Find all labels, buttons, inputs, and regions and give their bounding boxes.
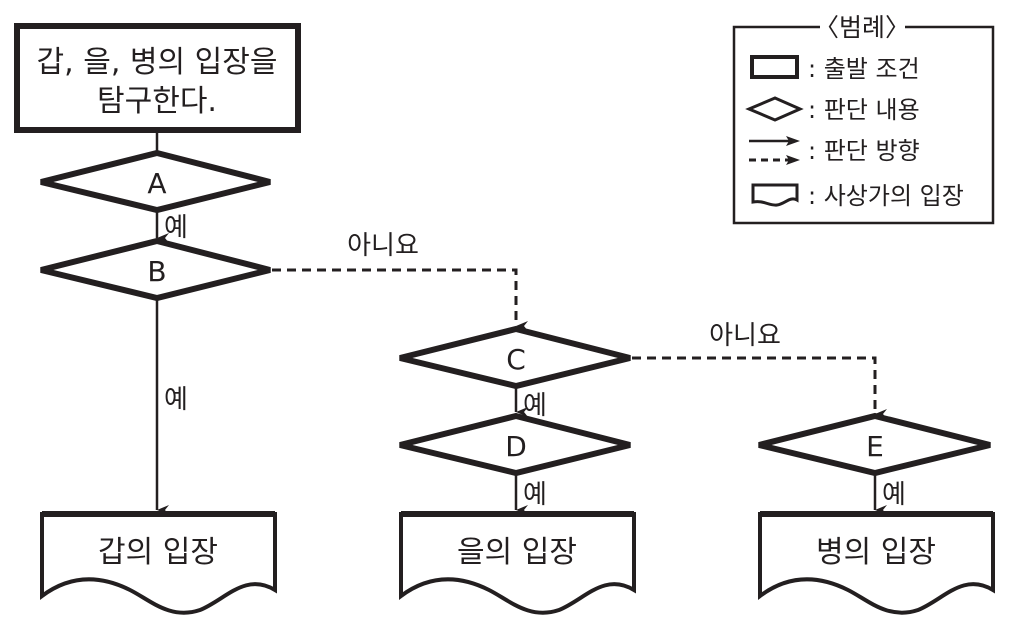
decision-a: A — [40, 149, 271, 214]
start-box: 갑, 을, 병의 입장을 탐구한다. — [14, 23, 301, 133]
arrow-c-e — [632, 356, 887, 419]
legend-diamond-icon — [745, 96, 804, 122]
yes-label-c: 예 — [523, 391, 547, 421]
decision-d: D — [399, 412, 631, 477]
decision-e-label: E — [866, 430, 884, 463]
start-text-line2: 탐구한다. — [97, 84, 217, 119]
legend-document-icon — [751, 183, 799, 207]
decision-c-label: C — [506, 343, 526, 376]
yes-label-d: 예 — [523, 480, 547, 510]
decision-c: C — [399, 325, 631, 390]
outcome-eul: 을의 입장 — [399, 511, 636, 615]
yes-label-a: 예 — [164, 213, 188, 243]
legend-label-decision: : 판단 내용 — [808, 96, 920, 124]
legend-label-position: : 사상가의 입장 — [808, 182, 964, 210]
outcome-byeong: 병의 입장 — [758, 511, 995, 615]
no-label-b: 아니요 — [347, 231, 419, 261]
decision-e: E — [758, 412, 991, 477]
legend-label-start: : 출발 조건 — [808, 55, 920, 83]
decision-d-label: D — [505, 430, 527, 463]
yes-label-e: 예 — [882, 480, 906, 510]
start-text-line1: 갑, 을, 병의 입장을 — [37, 45, 278, 80]
decision-a-label: A — [147, 167, 166, 200]
outcome-gap: 갑의 입장 — [40, 511, 277, 615]
legend-rectangle-icon — [750, 55, 799, 79]
arrow-b-c — [272, 268, 528, 331]
decision-b: B — [40, 237, 271, 302]
yes-label-b: 예 — [164, 385, 188, 415]
legend-arrow-icon — [749, 136, 800, 165]
legend: 〈범례〉 : 출발 조건 : 판단 내용 : 판단 방향 : 사상가의 입장 — [732, 13, 995, 225]
outcome-byeong-label: 병의 입장 — [816, 535, 936, 570]
no-label-c: 아니요 — [709, 321, 781, 351]
legend-label-direction: : 판단 방향 — [808, 137, 920, 165]
outcome-eul-label: 을의 입장 — [457, 535, 577, 570]
legend-title: 〈범례〉 — [814, 13, 910, 42]
decision-b-label: B — [147, 255, 166, 288]
outcome-gap-label: 갑의 입장 — [98, 535, 218, 570]
